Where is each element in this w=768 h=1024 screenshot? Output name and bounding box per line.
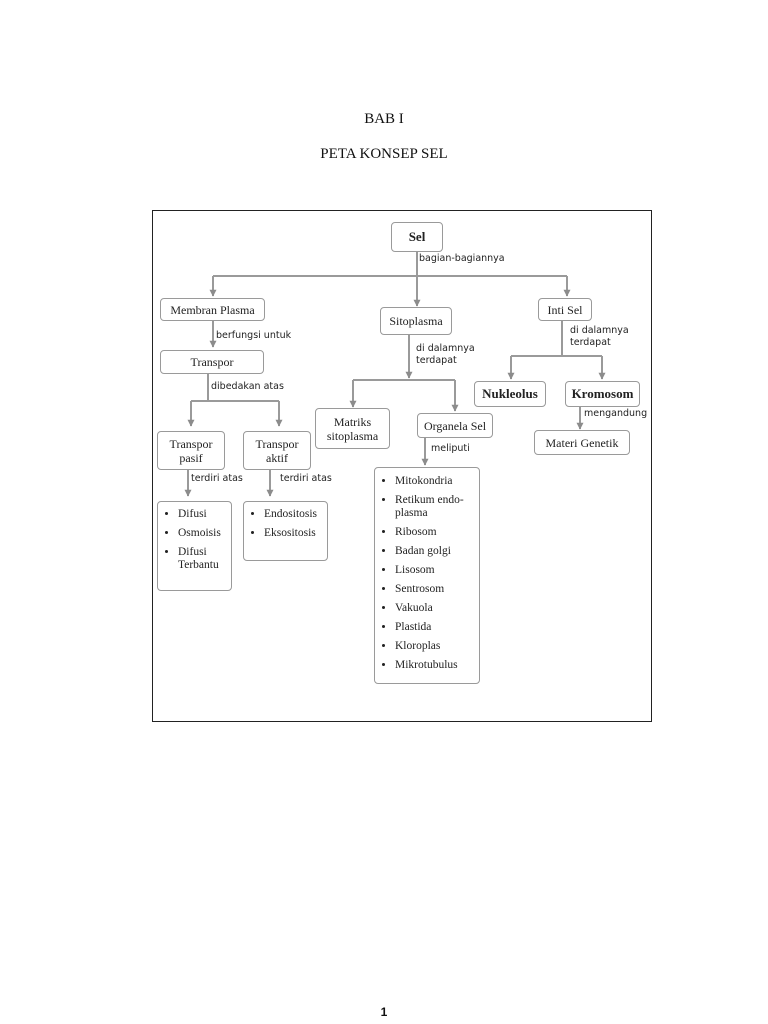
list-item: Retikum endo-plasma xyxy=(395,494,475,520)
list-item: Sentrosom xyxy=(395,583,475,596)
node-sitoplasma: Sitoplasma xyxy=(380,307,452,335)
list-item: Vakuola xyxy=(395,602,475,615)
list-item: Kloroplas xyxy=(395,640,475,653)
list-item: Badan golgi xyxy=(395,545,475,558)
node-matriks-sitoplasma: Matriks sitoplasma xyxy=(315,408,390,449)
list-item: Difusi xyxy=(178,508,227,521)
label-terdiri-aktif: terdiri atas xyxy=(280,473,332,484)
page-number: 1 xyxy=(380,1005,388,1019)
label-sitoplasma-dalam: di dalamnya terdapat xyxy=(416,343,475,366)
node-sel: Sel xyxy=(391,222,443,252)
node-nukleolus: Nukleolus xyxy=(474,381,546,407)
node-transpor: Transpor xyxy=(160,350,264,374)
chapter-heading: BAB I xyxy=(364,111,404,127)
label-mengandung: mengandung xyxy=(584,408,648,419)
label-terdiri-pasif: terdiri atas xyxy=(191,473,243,484)
node-kromosom: Kromosom xyxy=(565,381,640,407)
page-title: PETA KONSEP SEL xyxy=(320,146,448,162)
node-organela-sel: Organela Sel xyxy=(417,413,493,438)
list-item: Osmoisis xyxy=(178,527,227,540)
list-transpor-aktif: EndositosisEksositosis xyxy=(243,501,328,561)
node-inti-sel: Inti Sel xyxy=(538,298,592,321)
list-transpor-pasif: DifusiOsmoisisDifusi Terbantu xyxy=(157,501,232,591)
label-berfungsi: berfungsi untuk xyxy=(216,330,292,341)
list-item: Ribosom xyxy=(395,526,475,539)
node-membran-plasma: Membran Plasma xyxy=(160,298,265,321)
list-item: Plastida xyxy=(395,621,475,634)
label-meliputi: meliputi xyxy=(431,443,470,454)
list-organela: MitokondriaRetikum endo-plasmaRibosomBad… xyxy=(374,467,480,684)
node-transpor-pasif: Transpor pasif xyxy=(157,431,225,470)
concept-map-frame: Sel Membran Plasma Sitoplasma Inti Sel T… xyxy=(152,210,652,722)
list-item: Endositosis xyxy=(264,508,323,521)
node-transpor-aktif: Transpor aktif xyxy=(243,431,311,470)
node-materi-genetik: Materi Genetik xyxy=(534,430,630,455)
list-item: Eksositosis xyxy=(264,527,323,540)
list-item: Difusi Terbantu xyxy=(178,546,227,572)
connector-lines xyxy=(184,252,606,497)
label-dibedakan: dibedakan atas xyxy=(211,381,284,392)
label-inti-dalam: di dalamnya terdapat xyxy=(570,325,629,348)
list-item: Mitokondria xyxy=(395,475,475,488)
list-item: Lisosom xyxy=(395,564,475,577)
list-item: Mikrotubulus xyxy=(395,659,475,672)
label-bagian: bagian-bagiannya xyxy=(419,253,505,264)
